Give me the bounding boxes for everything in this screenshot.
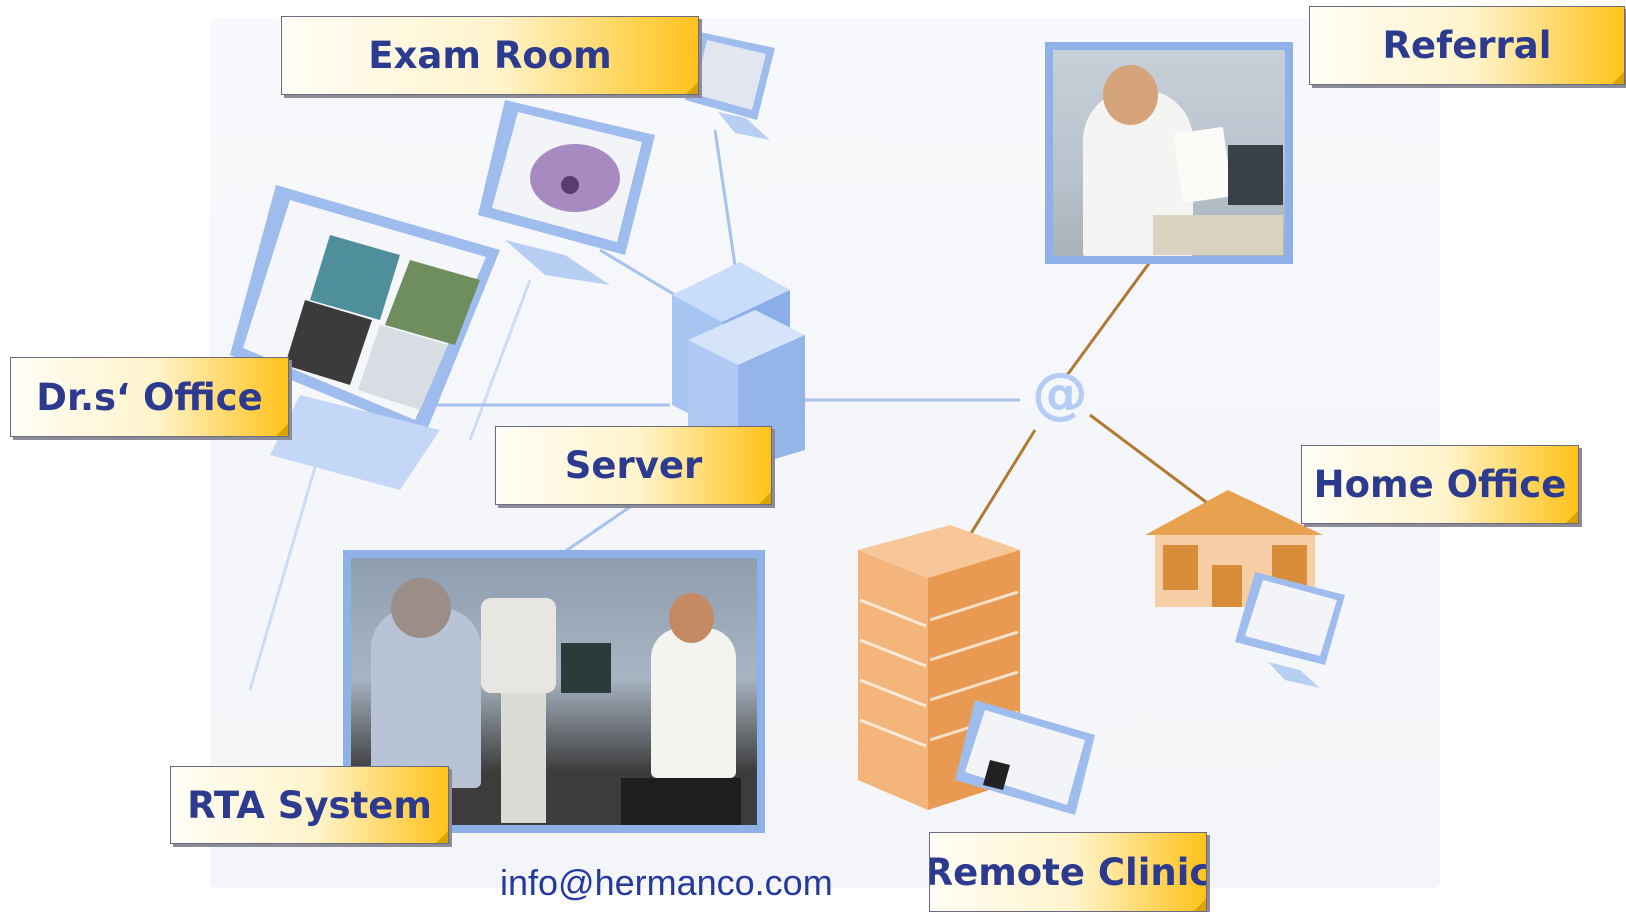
label-referral: Referral [1309,6,1625,85]
monitor-icon [685,32,775,140]
monitor-icon [955,700,1095,815]
label-rta-system: RTA System [170,766,449,844]
label-rta-system-text: RTA System [187,783,432,827]
label-drs-office: Dr.s‘ Office [10,357,289,437]
link-exam-fade [468,279,532,441]
monitor-icon [478,100,655,285]
link-hub-remote-clinic [968,429,1037,536]
monitor-icon [230,185,500,490]
link-hub-home-office [1089,413,1211,507]
label-exam-room: Exam Room [281,16,699,95]
link-server-rta [559,498,641,557]
label-exam-room-text: Exam Room [368,34,612,77]
contact-email[interactable]: info@hermanco.com [500,862,833,903]
link-server-exam-monitor [713,129,737,266]
at-sign-icon: @ [1032,361,1088,426]
link-office-fade [248,449,322,691]
monitor-icon [1235,572,1345,688]
label-server-text: Server [564,444,703,487]
link-hub-referral [1063,261,1152,379]
label-home-office-text: Home Office [1313,463,1567,506]
label-server: Server [495,426,772,505]
label-drs-office-text: Dr.s‘ Office [36,375,263,419]
referral-photo [1045,42,1293,264]
label-referral-text: Referral [1382,24,1552,67]
label-remote-clinic-text: Remote Clinic [929,850,1207,894]
label-remote-clinic: Remote Clinic [929,832,1207,912]
label-home-office: Home Office [1301,445,1579,524]
